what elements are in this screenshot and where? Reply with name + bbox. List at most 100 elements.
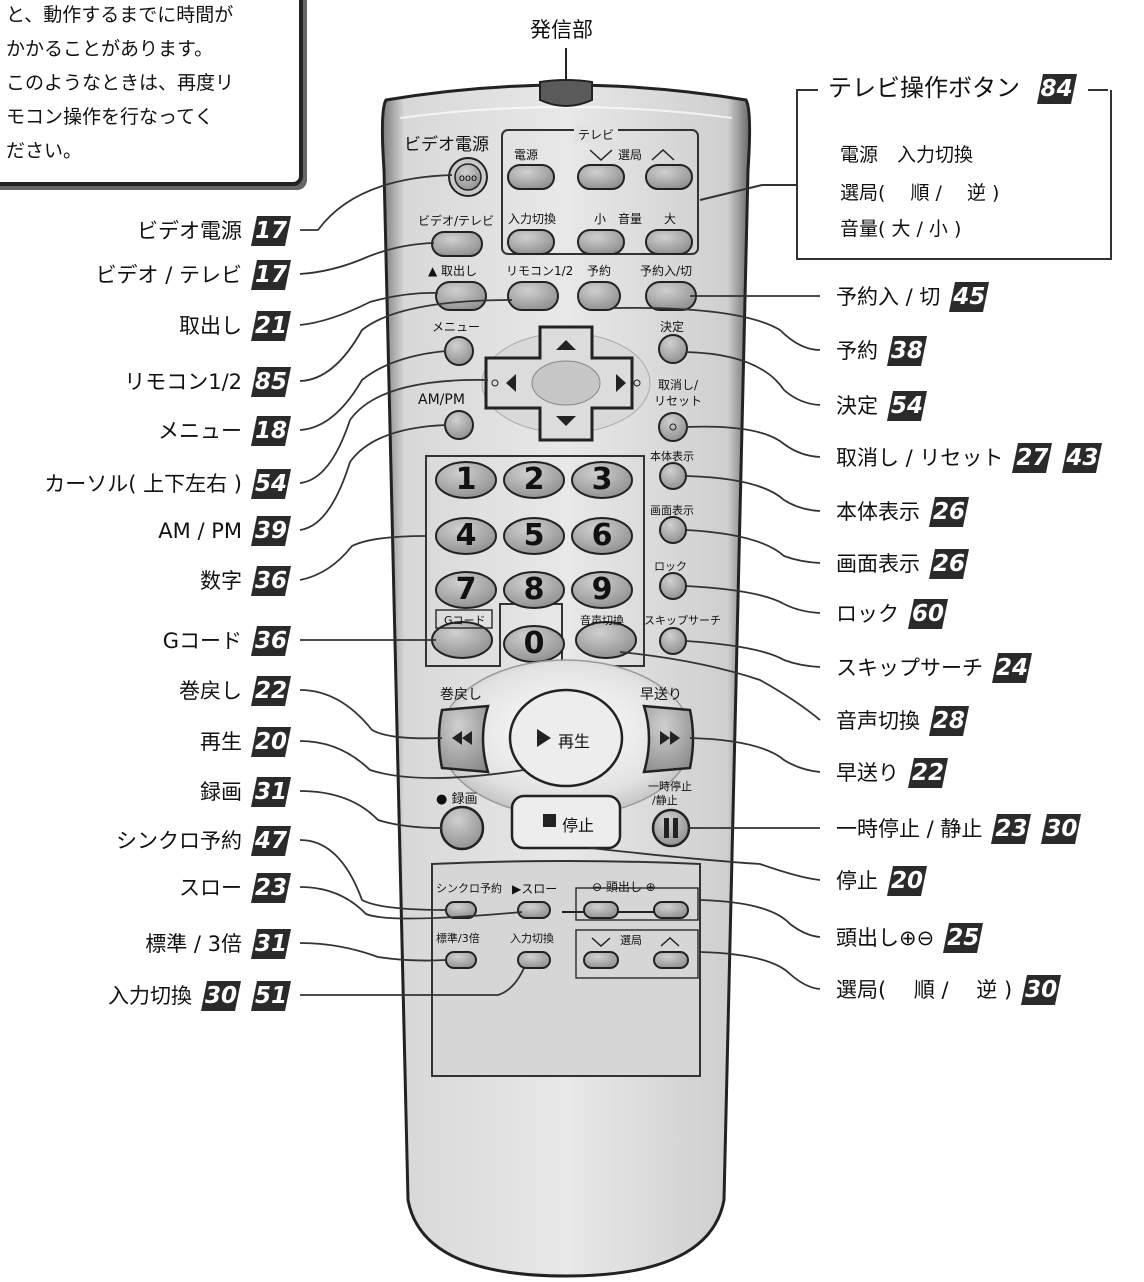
page-ref-icon: 18 bbox=[250, 414, 292, 448]
skip-label: スキップサーチ bbox=[644, 614, 721, 627]
page-number: 24 bbox=[995, 655, 1028, 681]
page-ref-icon: 43 bbox=[1061, 441, 1103, 475]
callout-label: 取出し bbox=[179, 314, 242, 338]
reserve-onoff-label: 予約入/切 bbox=[640, 264, 693, 278]
page-number: 28 bbox=[932, 708, 965, 734]
page-number: 60 bbox=[911, 601, 944, 627]
callout-label: 頭出し⊕⊖ bbox=[836, 926, 935, 950]
page-ref-icon: 20 bbox=[250, 725, 292, 759]
gcode-label: Gコード bbox=[444, 614, 486, 627]
stop-label: 停止 bbox=[562, 816, 595, 835]
play-label: 再生 bbox=[558, 732, 591, 751]
callout-label: シンクロ予約 bbox=[116, 829, 242, 853]
page-number: 43 bbox=[1066, 445, 1099, 471]
left-callout: 録画 31 bbox=[200, 774, 292, 809]
ampm-label: AM/PM bbox=[418, 392, 465, 408]
page-number: 85 bbox=[254, 369, 287, 395]
callout-label: リモコン1/2 bbox=[124, 370, 242, 394]
page-ref-icon: 36 bbox=[250, 624, 292, 658]
callout-label: 一時停止 / 静止 bbox=[836, 817, 983, 841]
page-ref-icon: 24 bbox=[991, 651, 1033, 685]
callout-label: 決定 bbox=[836, 394, 878, 418]
digit-1: 1 bbox=[455, 462, 477, 497]
page-number: 18 bbox=[254, 418, 287, 444]
page-number: 26 bbox=[932, 499, 965, 525]
page-ref-icon: 31 bbox=[250, 927, 292, 961]
tv-input-label: 入力切換 bbox=[508, 212, 557, 226]
std3-label: 標準/3倍 bbox=[436, 932, 480, 945]
audio-label: 音声切換 bbox=[580, 614, 624, 627]
right-callout: 音声切換 28 bbox=[836, 703, 970, 738]
callout-label: ビデオ / テレビ bbox=[95, 263, 242, 287]
page-ref-icon: 36 bbox=[250, 564, 292, 598]
note-line: ださい。 bbox=[6, 140, 83, 162]
page-number: 36 bbox=[254, 568, 287, 594]
tv-panel-line: 音量( 大 / 小 ) bbox=[840, 218, 962, 240]
tv-power-label: 電源 bbox=[514, 148, 539, 162]
page-number: 45 bbox=[953, 284, 986, 310]
page-number: 31 bbox=[254, 931, 287, 957]
callout-label: 入力切換 bbox=[108, 984, 192, 1008]
page-ref-icon: 23 bbox=[250, 871, 292, 905]
callout-label: 予約 bbox=[836, 339, 878, 363]
page-number: 23 bbox=[995, 816, 1028, 842]
callout-label: 録画 bbox=[200, 780, 242, 804]
page-ref-icon: 25 bbox=[942, 921, 984, 955]
page-number: 30 bbox=[1025, 977, 1058, 1003]
right-callout: 予約 38 bbox=[836, 333, 928, 368]
page-ref-icon: 23 bbox=[990, 812, 1032, 846]
tv-channel-label: 選局 bbox=[618, 148, 643, 162]
note-line: このようなときは、再度リ bbox=[6, 72, 235, 94]
page-ref-icon: 20 bbox=[886, 864, 928, 898]
callout-label: 標準 / 3倍 bbox=[145, 932, 242, 956]
svg-text:ooo: ooo bbox=[459, 173, 477, 184]
tv-panel-line: 選局( 順 / 逆 ) bbox=[840, 182, 1000, 204]
page-ref-icon: 30 bbox=[200, 979, 242, 1013]
page-ref-icon: 31 bbox=[250, 775, 292, 809]
left-callout: 数字 36 bbox=[200, 563, 292, 598]
page-ref-icon: 26 bbox=[928, 547, 970, 581]
tv-volume-label: 音量 bbox=[618, 212, 643, 226]
page-number: 36 bbox=[254, 628, 287, 654]
tv-panel-title: テレビ操作ボタン 84 bbox=[824, 68, 1082, 106]
cancel-label: 取消し/ bbox=[658, 378, 699, 392]
transmitter-label: 発信部 bbox=[530, 18, 593, 42]
callout-label: 本体表示 bbox=[836, 500, 920, 524]
remote12-label: リモコン1/2 bbox=[506, 264, 574, 278]
record-label: ● 録画 bbox=[436, 792, 478, 807]
page-number: 31 bbox=[254, 779, 287, 805]
tv-panel-line: 電源 入力切換 bbox=[840, 144, 974, 166]
note-line: モコン操作を行なってく bbox=[6, 106, 214, 128]
page-ref-icon: 17 bbox=[250, 214, 292, 248]
page-ref-icon: 84 bbox=[1036, 72, 1078, 106]
left-callout: ビデオ / テレビ 17 bbox=[96, 257, 292, 292]
page-ref-icon: 27 bbox=[1011, 441, 1053, 475]
page-number: 51 bbox=[254, 983, 287, 1009]
tv-buttons-panel: テレビ操作ボタン 84 電源 入力切換 選局( 順 / 逆 ) 音量( 大 / … bbox=[796, 68, 1112, 260]
callout-label: 選局( 順 / 逆 ) bbox=[836, 978, 1013, 1002]
page-ref-icon: 28 bbox=[928, 704, 970, 738]
page-ref-icon: 38 bbox=[886, 334, 928, 368]
enter-label: 決定 bbox=[660, 320, 685, 334]
callout-label: 取消し / リセット bbox=[836, 446, 1004, 470]
callout-label: 数字 bbox=[200, 569, 242, 593]
reserve-label: 予約 bbox=[587, 264, 612, 278]
left-callout: 標準 / 3倍 31 bbox=[145, 926, 292, 961]
right-callout: 取消し / リセット 27 43 bbox=[836, 440, 1103, 475]
callout-label: 音声切換 bbox=[836, 709, 920, 733]
page-ref-icon: 17 bbox=[250, 258, 292, 292]
rewind-label: 巻戻し bbox=[440, 687, 482, 703]
callout-label: カーソル( 上下左右 ) bbox=[44, 472, 242, 496]
page-number: 22 bbox=[254, 678, 287, 704]
tv-large-label: 大 bbox=[664, 212, 677, 226]
